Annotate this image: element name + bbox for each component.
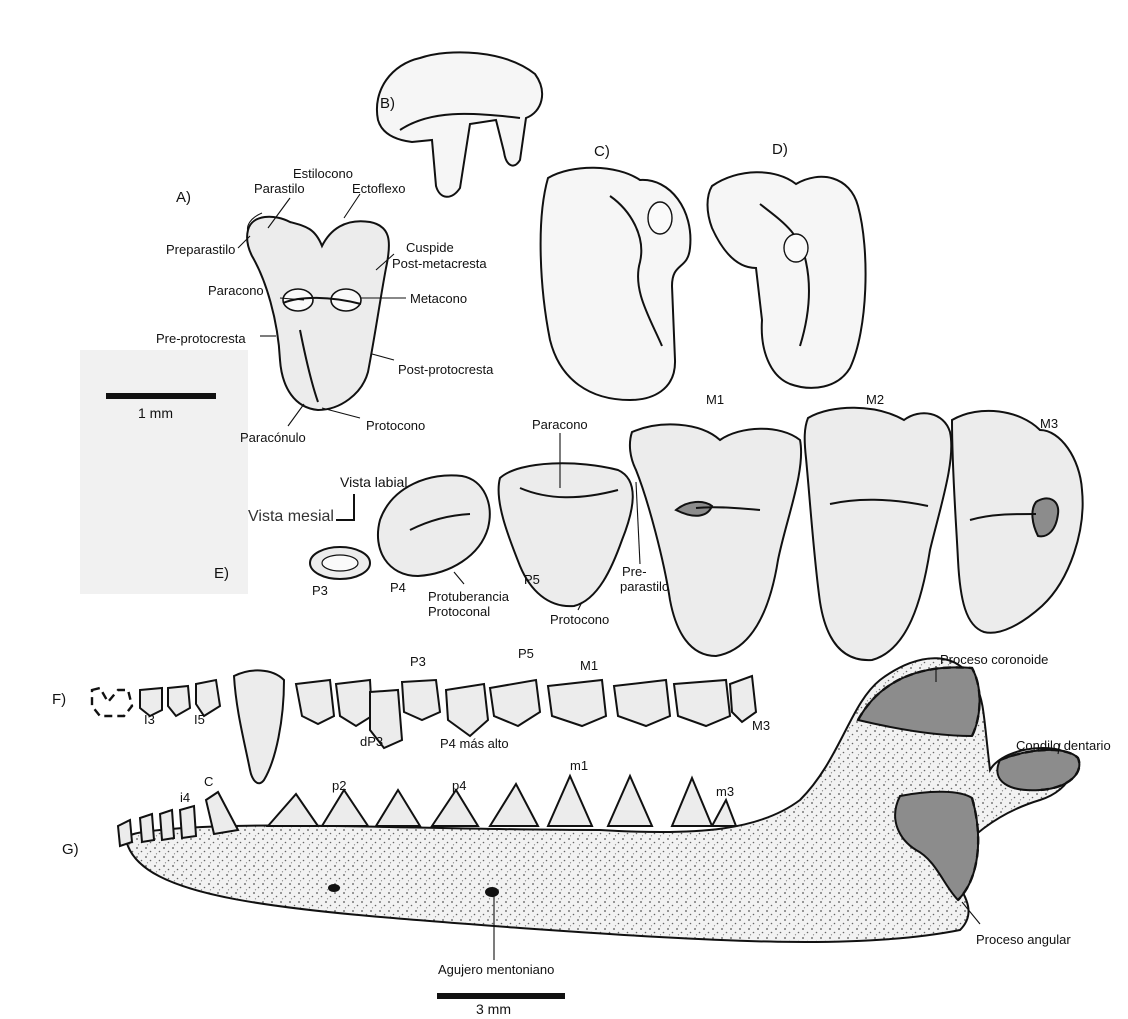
scale-bar-1mm [106,393,216,399]
label-vista-mesial: Vista mesial [248,509,334,524]
label-p5-f: P5 [518,646,534,661]
label-parastilo-e: parastilo [620,579,669,594]
scale-label-3mm: 3 mm [476,1002,511,1017]
label-cuspide: Cuspide [406,240,454,255]
panel-label-b: B) [380,96,395,111]
label-m1-e: M1 [706,392,724,407]
label-m1-g: m1 [570,758,588,773]
label-m3-e: M3 [1040,416,1058,431]
scale-box-background [80,350,248,594]
label-p3-e: P3 [312,583,328,598]
upper-dentition-f [92,670,756,783]
label-pre: Pre- [622,564,647,579]
label-c-g: C [204,774,213,789]
label-protuberancia: Protuberancia [428,589,509,604]
label-condilo-dentario: Condilo dentario [1016,738,1111,753]
scale-bar-3mm [437,993,565,999]
label-i4-g: i4 [180,790,190,805]
panel-label-g: G) [62,842,79,857]
label-dp3: dP3 [360,734,383,749]
panel-label-f: F) [52,692,66,707]
label-vista-labial: Vista labial [340,475,407,490]
label-i5: I5 [194,712,205,727]
label-post-protocresta: Post-protocresta [398,362,493,377]
molar-c-lateral [541,168,691,400]
label-m1-f: M1 [580,658,598,673]
label-paraconulo: Paracónulo [240,430,306,445]
scale-label-1mm: 1 mm [138,406,173,421]
label-protoconal: Protoconal [428,604,490,619]
label-estilocono: Estilocono [293,166,353,181]
panel-label-e: E) [214,566,229,581]
label-m3-f: M3 [752,718,770,733]
label-metacono: Metacono [410,291,467,306]
label-pre-protocresta: Pre-protocresta [156,331,246,346]
label-parastilo: Parastilo [254,181,305,196]
label-agujero-mentoniano: Agujero mentoniano [438,962,554,977]
label-m2-e: M2 [866,392,884,407]
label-p3-f: P3 [410,654,426,669]
label-proceso-coronoide: Proceso coronoide [940,652,1048,667]
label-p5-e: P5 [524,572,540,587]
label-post-metacresta: Post-metacresta [392,256,487,271]
label-proceso-angular: Proceso angular [976,932,1071,947]
upper-toothrow-e [310,408,1083,660]
label-ectoflexo: Ectoflexo [352,181,405,196]
label-m3-g: m3 [716,784,734,799]
label-preparastilo: Preparastilo [166,242,235,257]
label-p2-g: p2 [332,778,346,793]
label-p4-e: P4 [390,580,406,595]
label-i3: I3 [144,712,155,727]
panel-label-d: D) [772,142,788,157]
label-protocono-e: Protocono [550,612,609,627]
label-p4-mas-alto: P4 más alto [440,736,509,751]
label-paracono-e: Paracono [532,417,588,432]
panel-label-c: C) [594,144,610,159]
label-p4-g: p4 [452,778,466,793]
label-protocono-a: Protocono [366,418,425,433]
molar-d-lateral [708,172,866,388]
panel-label-a: A) [176,190,191,205]
molar-a-occlusal [247,217,389,410]
label-paracono-a: Paracono [208,283,264,298]
molar-b-lateral [377,52,542,196]
